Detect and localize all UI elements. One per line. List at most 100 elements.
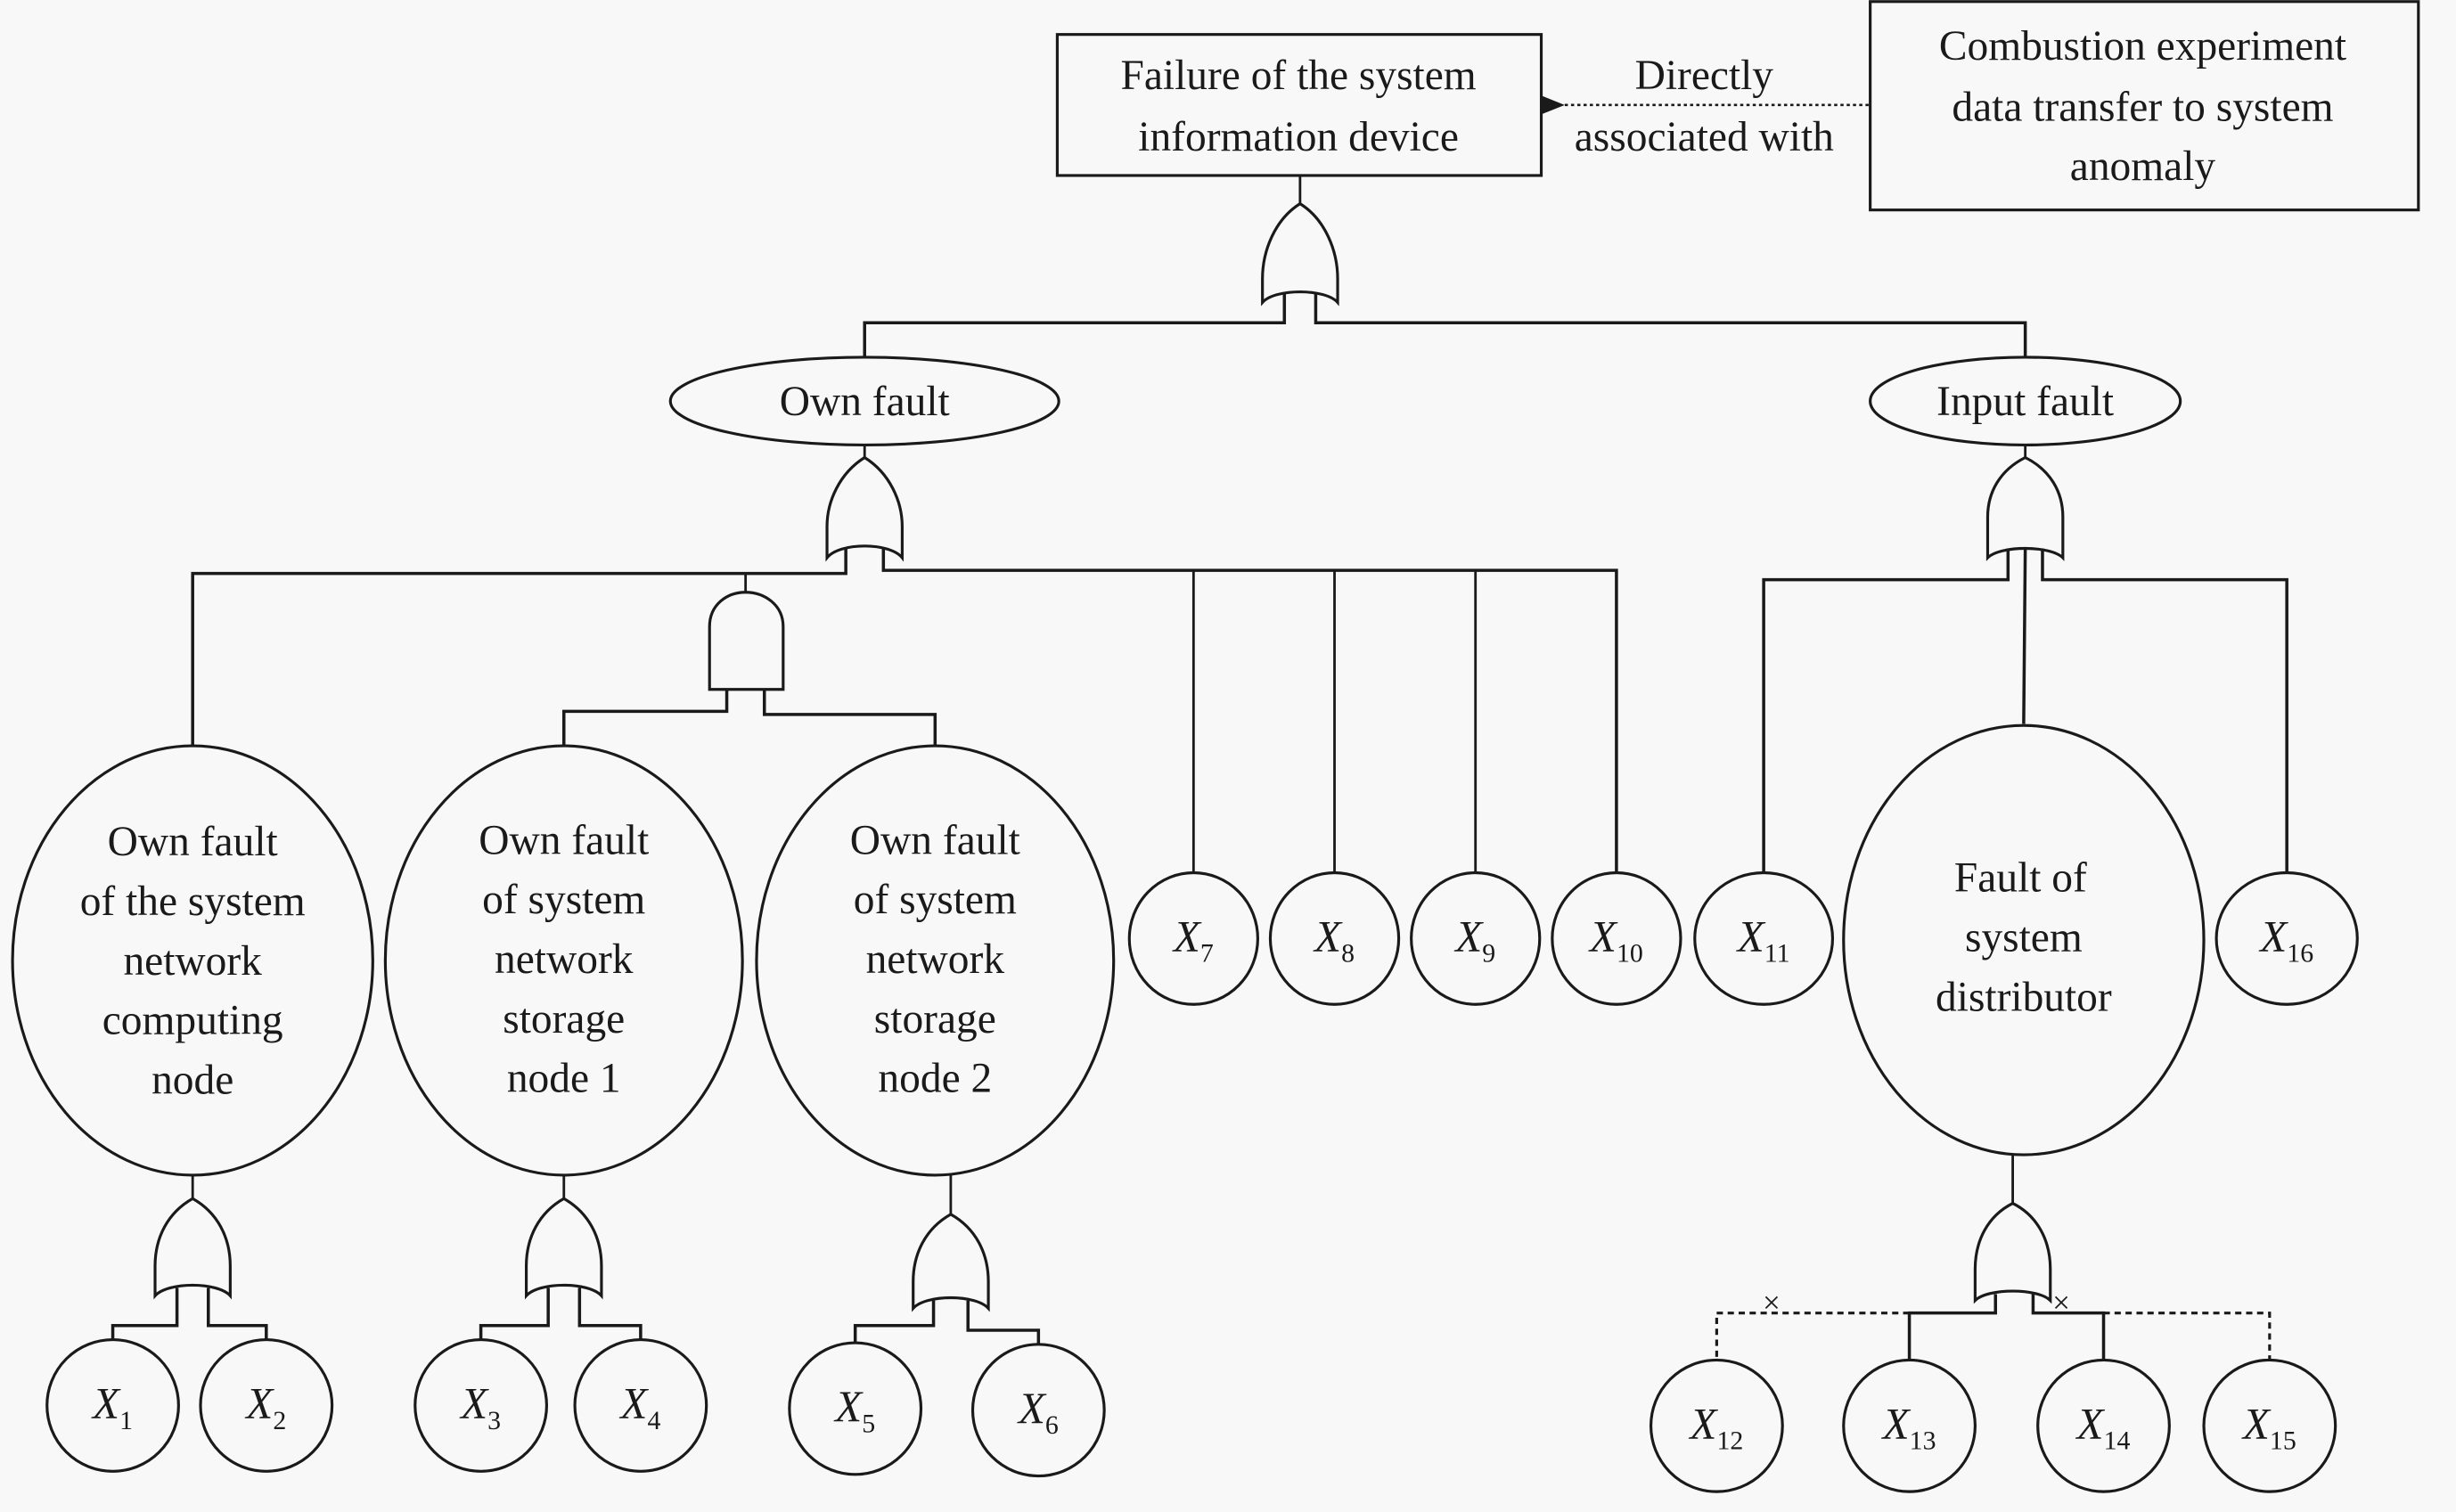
basic-event-x7: X7 xyxy=(1127,870,1259,1006)
top-event: Failure of the system information device xyxy=(1055,33,1543,177)
or-gate-input-fault xyxy=(1985,455,2065,561)
connector xyxy=(1907,1294,1998,1361)
computing-node-line-1: Own fault xyxy=(108,819,278,865)
basic-event-x2: X2 xyxy=(199,1337,334,1473)
storage-node-1-event: Own fault of system network storage node… xyxy=(383,744,744,1177)
basic-event-circle xyxy=(1551,870,1682,1006)
basic-event-x14: X14 xyxy=(2036,1358,2171,1493)
basic-event-label: X4 xyxy=(618,1378,660,1434)
distributor-line-1: Fault of xyxy=(1954,855,2087,902)
connector xyxy=(966,1300,1041,1346)
top-event-box xyxy=(1055,33,1543,177)
basic-event-label: X14 xyxy=(2075,1399,2131,1455)
basic-event-x8: X8 xyxy=(1268,870,1401,1006)
basic-event-label: X10 xyxy=(1588,911,1643,968)
storage-node-2-line-4: storage xyxy=(874,996,996,1042)
basic-event-circle xyxy=(1410,870,1542,1006)
relation-label-line-1: Directly xyxy=(1635,53,1774,99)
basic-event-x11: X11 xyxy=(1693,870,1835,1006)
disabled-mark-x12: × xyxy=(1763,1286,1781,1320)
and-gate-storage xyxy=(708,591,785,691)
external-event: Combustion experiment data transfer to s… xyxy=(1869,0,2420,212)
basic-event-x15: X15 xyxy=(2202,1358,2337,1493)
basic-event-label: X2 xyxy=(244,1378,286,1434)
computing-node-line-4: computing xyxy=(102,998,283,1044)
external-event-line-1: Combustion experiment xyxy=(1939,23,2346,69)
basic-event-label: X3 xyxy=(459,1378,501,1434)
basic-event-circle xyxy=(788,1341,923,1476)
storage-node-1-line-4: storage xyxy=(503,996,625,1042)
basic-event-label: X13 xyxy=(1881,1399,1936,1455)
computing-node-line-3: network xyxy=(123,938,262,985)
basic-event-x6: X6 xyxy=(970,1343,1106,1478)
basic-event-circle xyxy=(1268,870,1401,1006)
distributor-line-3: distributor xyxy=(1936,974,2112,1020)
distributor-event: Fault of system distributor xyxy=(1842,723,2206,1156)
or-gate-distributor xyxy=(1973,1201,2052,1304)
or-gate-own-fault xyxy=(825,455,904,562)
relation-arrow: Directly associated with xyxy=(1541,53,1869,160)
storage-node-1-line-1: Own fault xyxy=(479,817,649,863)
basic-event-label: X11 xyxy=(1736,911,1790,968)
or-gate-storage-node-1 xyxy=(524,1197,603,1300)
storage-node-2-event: Own fault of system network storage node… xyxy=(755,744,1116,1177)
connector xyxy=(479,1287,550,1342)
storage-node-1-line-3: network xyxy=(495,936,634,983)
basic-event-label: X12 xyxy=(1688,1399,1743,1455)
basic-event-circle xyxy=(2214,870,2359,1006)
basic-event-label: X16 xyxy=(2258,911,2313,968)
or-gate-computing-node xyxy=(153,1197,232,1300)
disabled-connector-x15 xyxy=(2103,1312,2272,1361)
basic-event-circle xyxy=(1649,1358,1784,1493)
basic-event-label: X7 xyxy=(1172,911,1214,968)
distributor-ellipse xyxy=(1842,723,2206,1156)
connector xyxy=(207,1287,268,1342)
basic-event-circle xyxy=(2036,1358,2171,1493)
disabled-mark-x15: × xyxy=(2052,1286,2070,1320)
top-event-line-1: Failure of the system xyxy=(1120,53,1476,99)
basic-event-circle xyxy=(2202,1358,2337,1493)
basic-event-circle xyxy=(45,1337,180,1473)
basic-event-x1: X1 xyxy=(45,1337,180,1473)
external-event-box xyxy=(1869,0,2420,212)
computing-node-line-2: of the system xyxy=(80,879,306,925)
basic-event-x12: X12 xyxy=(1649,1358,1784,1493)
or-gate-storage-node-2 xyxy=(912,1213,990,1312)
storage-node-2-line-3: network xyxy=(866,936,1005,983)
computing-node-event: Own fault of the system network computin… xyxy=(11,744,374,1177)
basic-event-circle xyxy=(970,1343,1106,1478)
relation-label-line-2: associated with xyxy=(1575,114,1834,160)
connector xyxy=(2031,1294,2106,1361)
input-fault-label: Input fault xyxy=(1936,379,2114,425)
basic-event-x13: X13 xyxy=(1842,1358,1977,1493)
storage-node-1-line-5: node 1 xyxy=(507,1056,621,1102)
basic-event-label: X6 xyxy=(1017,1384,1059,1440)
or-gate-top xyxy=(1261,201,1339,306)
storage-node-2-line-1: Own fault xyxy=(850,817,1020,863)
basic-event-label: X15 xyxy=(2241,1399,2296,1455)
connector xyxy=(561,689,729,747)
connector xyxy=(191,548,847,747)
connector xyxy=(2041,548,2288,875)
connector xyxy=(577,1287,643,1342)
input-fault-event: Input fault xyxy=(1869,356,2182,447)
top-event-line-2: information device xyxy=(1138,114,1459,160)
distributor-line-2: system xyxy=(1965,914,2083,960)
basic-event-label: X8 xyxy=(1313,911,1355,968)
basic-event-circle xyxy=(199,1337,334,1473)
basic-event-label: X9 xyxy=(1453,911,1495,968)
basic-event-x16: X16 xyxy=(2214,870,2359,1006)
basic-event-x5: X5 xyxy=(788,1341,923,1476)
storage-node-2-line-2: of system xyxy=(854,877,1017,923)
connector xyxy=(111,1287,179,1342)
storage-node-1-line-2: of system xyxy=(482,877,645,923)
own-fault-event: Own fault xyxy=(668,356,1060,447)
basic-event-circle xyxy=(1127,870,1259,1006)
basic-event-x9: X9 xyxy=(1410,870,1542,1006)
connector xyxy=(881,548,1618,875)
basic-event-x3: X3 xyxy=(413,1337,549,1473)
connector xyxy=(853,1300,936,1344)
connector xyxy=(2022,548,2027,724)
basic-event-label: X1 xyxy=(91,1378,133,1434)
